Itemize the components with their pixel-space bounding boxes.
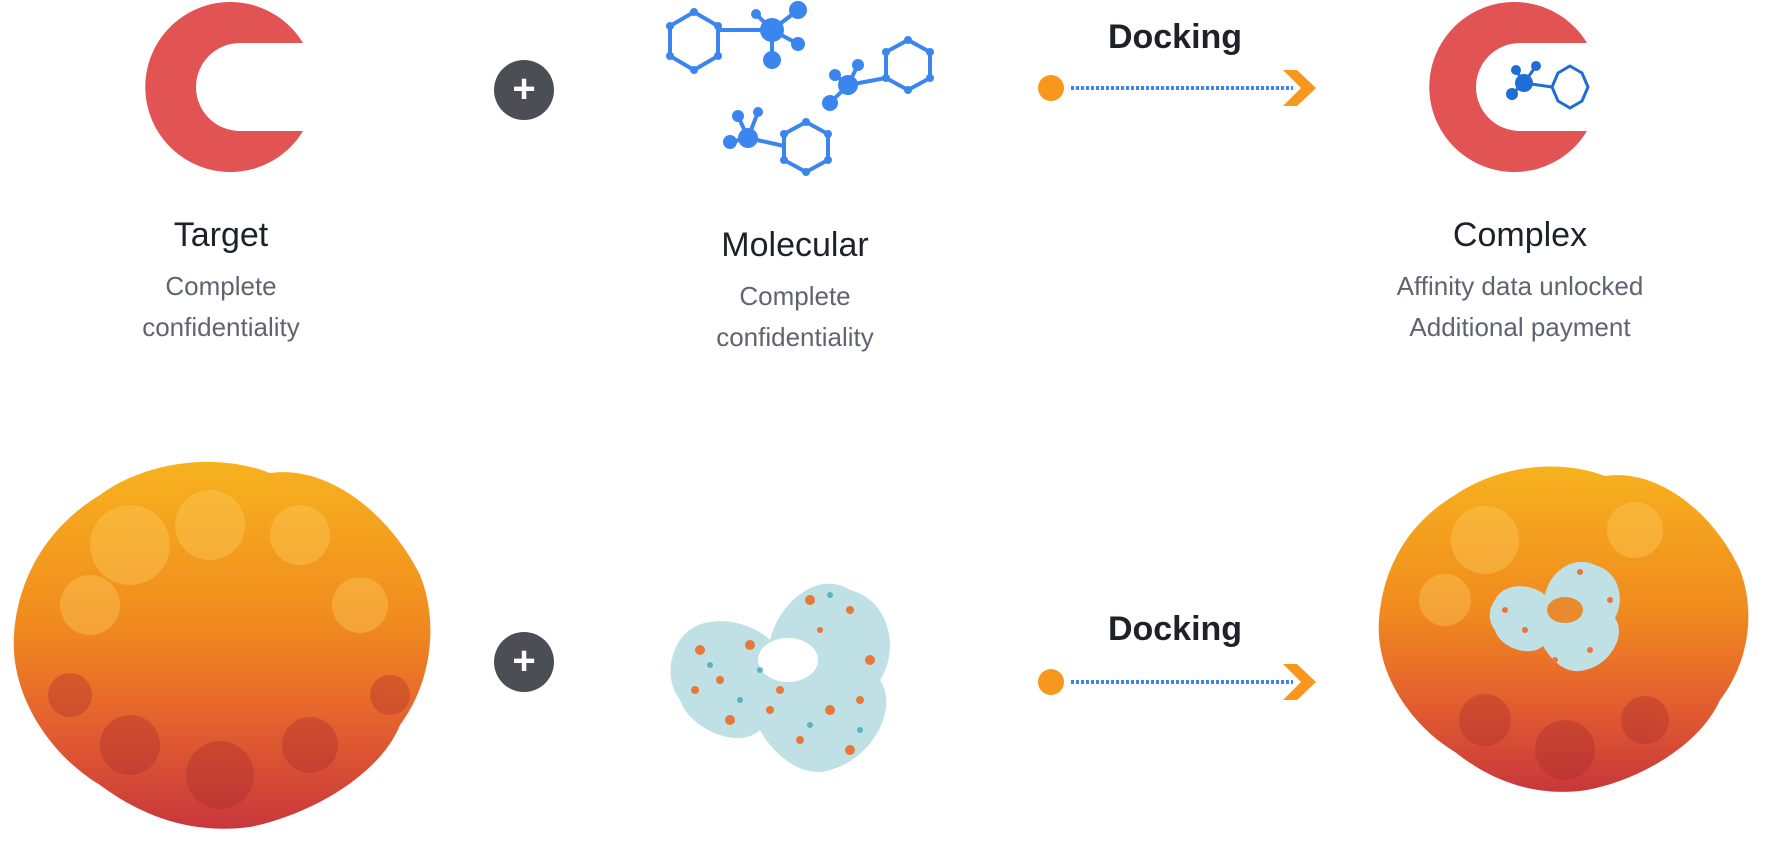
target-title: Target	[173, 216, 269, 254]
molecular-subtitle-line2: confidentiality	[716, 322, 874, 352]
docking-arrow-icon	[1035, 68, 1325, 112]
target-c-shape-icon	[136, 0, 316, 174]
complex-subtitle-line2: Additional payment	[1409, 312, 1631, 342]
molecular-subtitle-line1: Complete	[739, 281, 851, 311]
molecular-title: Molecular	[721, 226, 869, 264]
docking-arrow-icon-bottom	[1035, 662, 1325, 706]
complex-title: Complex	[1452, 216, 1588, 254]
protein-surface-render	[10, 455, 440, 835]
docking-label-bottom: Docking	[1107, 610, 1243, 648]
complex-subtitle-line1: Affinity data unlocked	[1396, 271, 1644, 301]
protein-ligand-complex-render	[1375, 460, 1755, 800]
plus-icon: +	[494, 60, 554, 120]
ligand-surface-render	[660, 560, 910, 790]
plus-icon-bottom: +	[494, 632, 554, 692]
target-subtitle-line2: confidentiality	[142, 312, 300, 342]
molecule-structure-icon	[660, 0, 940, 190]
complex-bound-icon	[1420, 0, 1620, 174]
target-subtitle-line1: Complete	[165, 271, 277, 301]
docking-label: Docking	[1107, 18, 1243, 56]
